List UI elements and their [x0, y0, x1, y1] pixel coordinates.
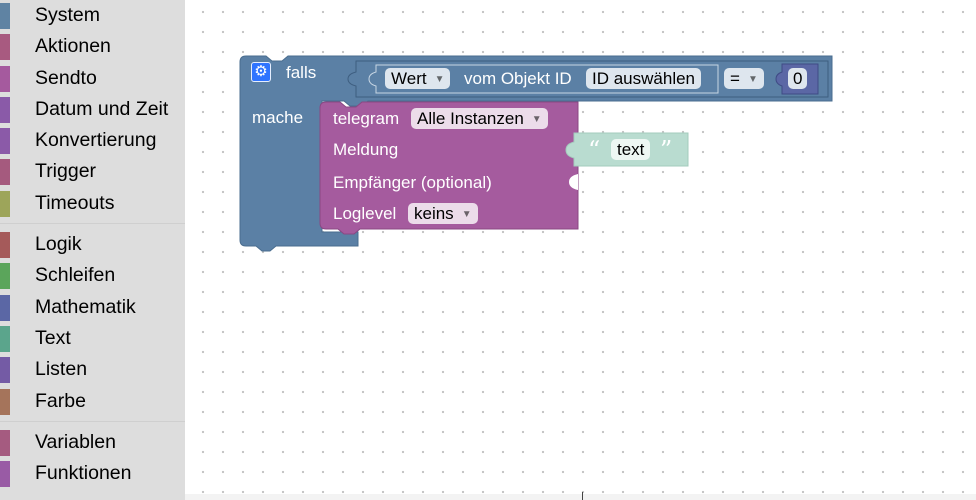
- open-quote-icon: “: [588, 136, 601, 164]
- message-label: Meldung: [333, 140, 399, 159]
- toolbox-category-label: Schleifen: [35, 264, 116, 287]
- toolbox-category-konvertierung[interactable]: Konvertierung: [0, 125, 185, 156]
- toolbox-category-aktionen[interactable]: Aktionen: [0, 31, 185, 62]
- category-color-swatch: [0, 294, 10, 321]
- toolbox-category-farbe[interactable]: Farbe: [0, 386, 185, 417]
- operator-label: =: [730, 69, 740, 88]
- toolbox-category-label: Funktionen: [35, 462, 132, 485]
- text-value-field[interactable]: text: [611, 139, 651, 160]
- toolbox-category-system[interactable]: System: [0, 0, 185, 31]
- toolbox-category-label: Konvertierung: [35, 129, 157, 152]
- toolbox-separator: [0, 417, 185, 427]
- of-object-label: vom Objekt ID: [464, 69, 572, 88]
- toolbox-category-label: Aktionen: [35, 35, 111, 58]
- category-color-swatch: [0, 325, 10, 352]
- category-color-swatch: [0, 388, 10, 415]
- do-label: mache: [252, 108, 304, 127]
- category-color-swatch: [0, 461, 10, 488]
- category-color-swatch: [0, 128, 10, 155]
- scrollbar-marker: [582, 492, 583, 500]
- toolbox-category-label: Datum und Zeit: [35, 97, 169, 120]
- category-color-swatch: [0, 263, 10, 290]
- number-field[interactable]: 0: [788, 68, 808, 89]
- close-quote-icon: ”: [660, 136, 673, 164]
- toolbox-category-label: System: [35, 4, 101, 26]
- instance-dropdown[interactable]: Alle Instanzen ▼: [411, 108, 548, 129]
- toolbox-category-schleifen[interactable]: Schleifen: [0, 260, 185, 291]
- chevron-down-icon: ▼: [461, 209, 472, 220]
- if-label: falls: [286, 63, 317, 82]
- category-color-swatch: [0, 190, 10, 217]
- toolbox-category-timeouts[interactable]: Timeouts: [0, 188, 185, 219]
- category-color-swatch: [0, 3, 10, 29]
- category-color-swatch: [0, 232, 10, 259]
- chevron-down-icon: ▼: [531, 114, 542, 125]
- toolbox-category-label: Sendto: [35, 66, 97, 89]
- chevron-down-icon: ▼: [434, 74, 445, 85]
- category-color-swatch: [0, 65, 10, 92]
- toolbox-category-label: Farbe: [35, 389, 86, 412]
- toolbox-category-label: Variablen: [35, 430, 116, 453]
- category-color-swatch: [0, 357, 10, 384]
- loglevel-label: Loglevel: [333, 204, 397, 223]
- toolbox-category-trigger[interactable]: Trigger: [0, 156, 185, 187]
- toolbox-category-label: Mathematik: [35, 295, 136, 318]
- toolbox-category-funktionen[interactable]: Funktionen: [0, 458, 185, 489]
- toolbox-category-label: Trigger: [35, 160, 97, 183]
- gear-icon[interactable]: ⚙: [251, 62, 271, 82]
- toolbox-category-sendto[interactable]: Sendto: [0, 63, 185, 94]
- recipient-label: Empfänger (optional): [333, 173, 492, 192]
- toolbox-category-logik[interactable]: Logik: [0, 229, 185, 260]
- category-color-swatch: [0, 34, 10, 61]
- operator-dropdown[interactable]: =▼: [724, 68, 764, 89]
- toolbox-category-label: Listen: [35, 358, 88, 381]
- toolbox-category-mathematik[interactable]: Mathematik: [0, 292, 185, 323]
- toolbox-category-variablen[interactable]: Variablen: [0, 427, 185, 458]
- toolbox-category-label: Text: [35, 326, 71, 349]
- toolbox-category-datum-und-zeit[interactable]: Datum und Zeit: [0, 94, 185, 125]
- toolbox-category-listen[interactable]: Listen: [0, 354, 185, 385]
- chevron-down-icon: ▼: [747, 74, 758, 85]
- object-id-button[interactable]: ID auswählen: [586, 68, 702, 89]
- toolbox-separator: [0, 219, 185, 229]
- toolbox-category-label: Timeouts: [35, 191, 115, 214]
- telegram-label: telegram: [333, 109, 400, 128]
- value-dropdown[interactable]: Wert ▼: [385, 68, 451, 89]
- category-color-swatch: [0, 159, 10, 186]
- loglevel-dropdown[interactable]: keins ▼: [408, 203, 478, 224]
- value-dropdown-label: Wert: [391, 69, 427, 88]
- category-color-swatch: [0, 96, 10, 123]
- category-color-swatch: [0, 429, 10, 456]
- instance-dropdown-label: Alle Instanzen: [417, 109, 524, 128]
- horizontal-scrollbar[interactable]: [185, 494, 976, 500]
- toolbox-category-text[interactable]: Text: [0, 323, 185, 354]
- loglevel-value: keins: [414, 204, 454, 223]
- toolbox-category-label: Logik: [35, 233, 82, 256]
